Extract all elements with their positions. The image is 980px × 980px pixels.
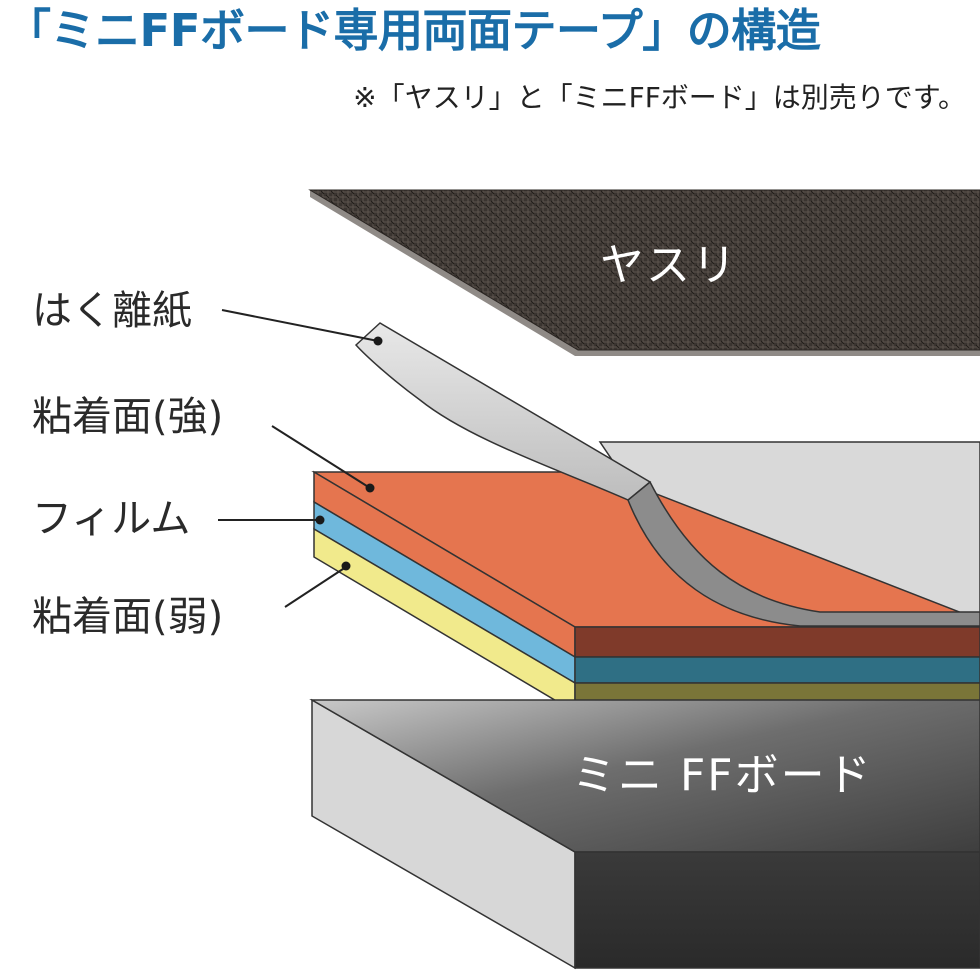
dot-film — [315, 515, 325, 525]
callout-film: フィルム — [32, 496, 191, 542]
board-label: ミニ FFボード — [572, 750, 873, 801]
dot-adhesive-weak — [341, 561, 351, 571]
film-front — [574, 656, 980, 684]
board-front — [574, 851, 980, 969]
sandpaper-edge — [310, 190, 980, 356]
callout-adhesive-weak: 粘着面(弱) — [32, 594, 224, 640]
release-paper-strip — [354, 322, 652, 501]
sandpaper-surface — [308, 189, 980, 351]
adhesive-strong-front — [574, 626, 980, 658]
dot-release-paper — [373, 336, 383, 346]
callout-adhesive-strong: 粘着面(強) — [32, 394, 224, 440]
sandpaper-label: ヤスリ — [600, 240, 738, 291]
leader-dots — [315, 336, 383, 571]
board-top — [309, 699, 980, 853]
sandpaper-layer — [308, 189, 980, 356]
diagram-title: 「ミニFFボード専用両面テープ」の構造 — [6, 4, 821, 57]
sold-separately-note: ※「ヤスリ」と「ミニFFボード」は別売りです。 — [353, 81, 966, 114]
tape-layers — [311, 470, 980, 714]
leader-adhesive-strong — [271, 425, 371, 489]
leader-adhesive-weak — [284, 566, 347, 608]
callout-release-paper: はく離紙 — [32, 288, 192, 334]
leader-release-paper — [221, 309, 379, 342]
leader-lines — [218, 309, 379, 608]
release-paper-curl-underside — [627, 480, 980, 627]
release-paper-peel — [354, 322, 980, 627]
dot-adhesive-strong — [365, 483, 375, 493]
mini-ff-board — [309, 698, 980, 970]
